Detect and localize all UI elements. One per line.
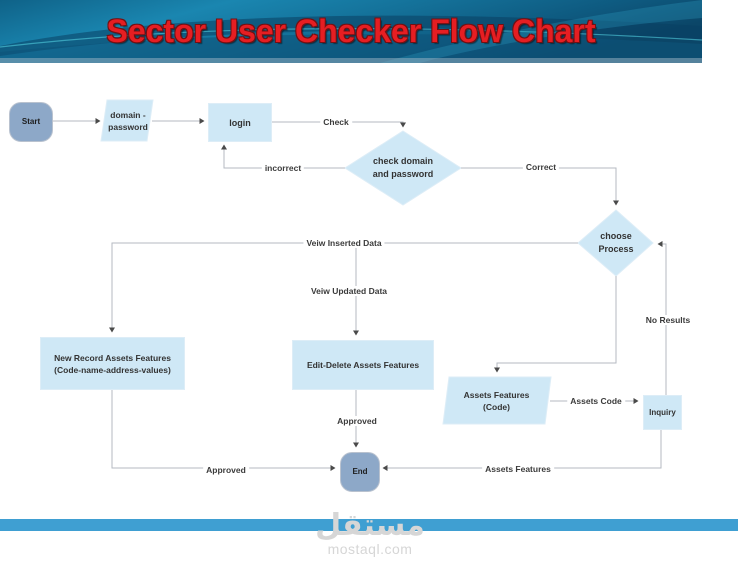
connector-correct-to-choose [461, 167, 619, 206]
edge-label-view-updated-data: Veiw Updated Data [307, 286, 391, 296]
node-assets-features-code-label: Assets Features (Code) [463, 390, 530, 412]
header-banner: Sector User Checker Flow Chart [0, 0, 702, 63]
connector-view-inserted [109, 242, 578, 333]
bottom-accent-bar [0, 519, 738, 531]
edge-label-correct: Correct [522, 162, 560, 172]
node-start: Start [9, 102, 53, 142]
connector-login-to-check [270, 121, 406, 128]
edge-label-no-results: No Results [642, 315, 694, 325]
node-login: login [208, 103, 272, 142]
edge-label-view-inserted-data: Veiw Inserted Data [303, 238, 385, 248]
mostaql-watermark-url: mostaql.com [327, 541, 413, 557]
diamond-check-domain [344, 130, 462, 206]
connector-inquiry-to-end [382, 428, 662, 471]
edge-label-incorrect: incorrect [261, 163, 305, 173]
edge-label-assets-code: Assets Code [567, 396, 625, 406]
edge-label-check: Check [320, 117, 352, 127]
parallelogram-domain-password [100, 99, 154, 142]
edge-label-approved-middle: Approved [334, 416, 380, 426]
connector-noresults-to-choose [657, 241, 667, 395]
node-choose-process-label: choose Process [598, 231, 634, 254]
node-inquiry: Inquiry [643, 395, 682, 430]
node-edit-delete: Edit-Delete Assets Features [292, 340, 434, 390]
node-end: End [340, 452, 380, 492]
node-domain-password-label: domain - password [108, 110, 148, 132]
connector-newrecord-to-end [111, 388, 336, 471]
edge-label-approved-left: Approved [203, 465, 249, 475]
page-title: Sector User Checker Flow Chart [106, 13, 596, 49]
node-new-record: New Record Assets Features (Code-name-ad… [40, 337, 185, 390]
node-check-domain-label: check domain and password [372, 156, 434, 179]
edge-label-assets-features: Assets Features [482, 464, 554, 474]
parallelogram-assets-features-code [442, 376, 552, 425]
connector-incorrect-to-login [221, 144, 345, 169]
banner-background [0, 0, 702, 63]
connector-choose-to-afcode [494, 276, 617, 373]
mostaql-watermark-logo: مستقل [315, 507, 425, 543]
